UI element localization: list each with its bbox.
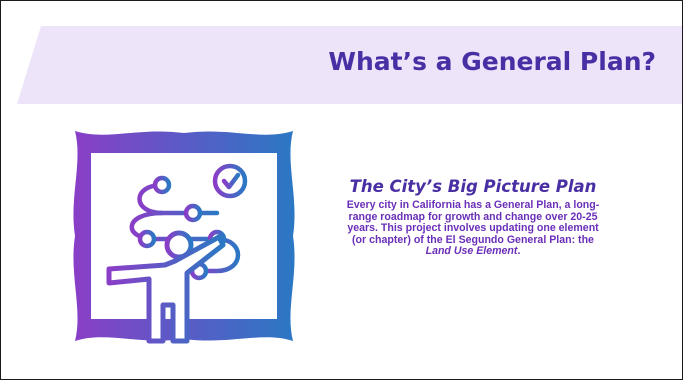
slide-body-text: Every city in California has a General P… xyxy=(343,199,603,258)
body-text-end: . xyxy=(517,245,521,258)
text-block: The City’s Big Picture Plan Every city i… xyxy=(343,177,603,258)
body-text-emphasis: Land Use Element xyxy=(425,245,518,258)
title-band xyxy=(1,26,682,104)
body-text-main: Every city in California has a General P… xyxy=(346,199,600,246)
slide-subtitle: The City’s Big Picture Plan xyxy=(349,177,597,196)
slide-title: What’s a General Plan? xyxy=(328,47,656,76)
presenter-flowchart-icon xyxy=(67,127,301,345)
